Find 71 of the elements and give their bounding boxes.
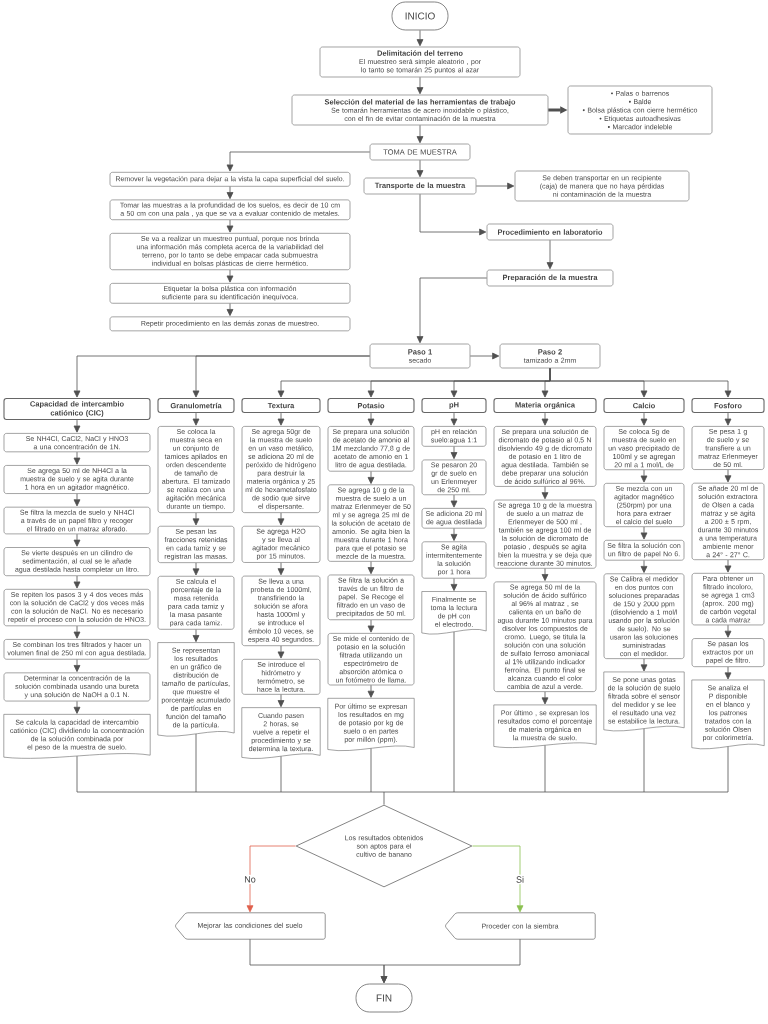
arrow [541,568,549,581]
arrow [277,412,285,426]
arrow [277,562,285,576]
arrow [416,30,424,47]
arrow [724,666,732,680]
arrow [367,412,375,426]
arrow [380,938,521,984]
arrow [192,629,200,643]
arrow [367,471,375,484]
arrow [367,619,375,633]
connector-line [727,746,729,793]
edge-label: Si [514,874,526,885]
connector-line [195,733,197,793]
arrow [472,845,524,913]
arrow [73,533,81,547]
arrow [277,512,285,526]
arrow [226,303,234,316]
arrow [73,419,81,433]
connector-line [643,728,645,793]
arrow [541,486,549,500]
edge-label: No [242,874,258,885]
arrow [73,451,81,465]
arrow [541,691,549,705]
arrow [246,845,296,913]
arrow [226,219,234,233]
arrow [73,625,81,639]
arrow [640,412,648,426]
connector-line [280,756,282,793]
arrow [367,561,375,575]
arrow [192,562,200,576]
arrow [640,658,648,672]
arrow [419,193,487,236]
arrow [450,528,458,541]
connector-line [370,748,372,793]
connector-line [76,791,729,805]
arrow [416,159,424,178]
arrow [367,684,375,698]
arrow [640,469,648,483]
arrow [640,526,648,540]
connector-line [544,745,546,793]
arrow [416,277,488,344]
arrow [416,124,424,144]
arrow [192,412,200,426]
arrow [277,694,285,708]
arrow [73,575,81,589]
arrow [226,151,371,172]
arrow [724,624,732,638]
arrow [226,269,234,283]
arrow [450,446,458,460]
arrow [724,469,732,483]
arrow [192,512,200,526]
arrow [73,493,81,507]
connector-line [76,755,78,793]
arrow [450,412,458,426]
arrow [640,560,648,573]
arrow [73,700,81,714]
arrow [724,412,732,426]
arrow [469,352,500,360]
arrow [277,645,285,659]
arrow [475,182,515,190]
arrow [546,239,554,270]
arrow [450,494,458,508]
arrow [724,559,732,573]
arrow [416,76,424,95]
connector-line [453,631,455,793]
arrow [450,578,458,591]
arrow [541,412,549,426]
arrow [549,367,732,398]
arrow [226,186,234,200]
arrow [192,355,371,398]
arrow [73,659,81,672]
